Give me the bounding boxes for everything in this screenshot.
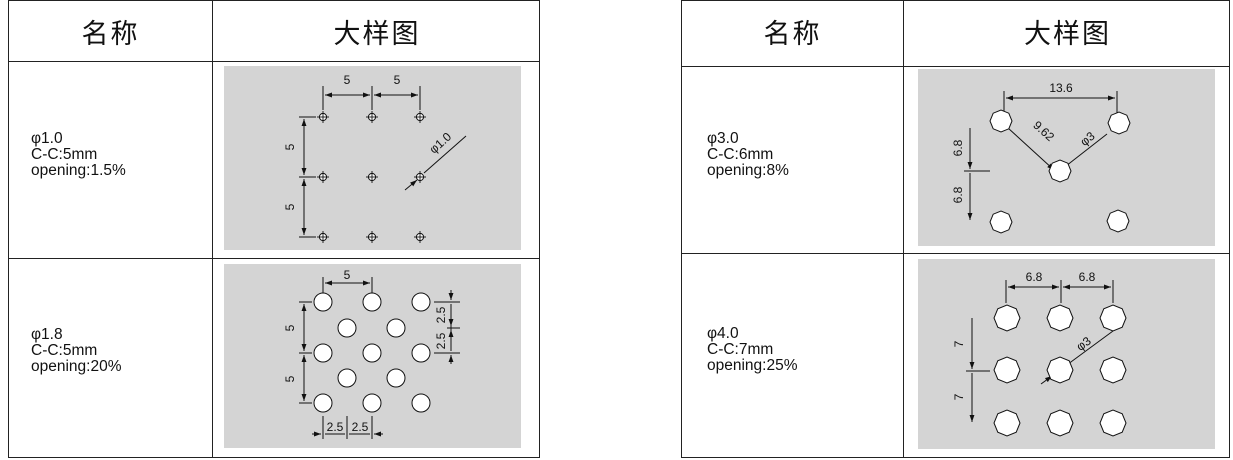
- row-divider: [9, 258, 539, 259]
- hole: [386, 318, 406, 338]
- dim-label: 5: [283, 324, 297, 331]
- dim-label: 6.8: [951, 186, 965, 203]
- hole: [316, 170, 330, 184]
- dim-label: 5: [283, 143, 297, 150]
- hole: [411, 393, 431, 413]
- hole: [989, 109, 1013, 133]
- spec-pitch: C-C:5mm: [31, 342, 98, 359]
- hole: [365, 230, 379, 244]
- hole: [362, 343, 382, 363]
- column-divider: [212, 1, 213, 457]
- dim-label: 7: [952, 393, 966, 400]
- hole: [1107, 111, 1131, 135]
- dim-label: 2.5: [327, 420, 344, 434]
- dim-label: 5: [344, 73, 351, 87]
- hole: [411, 343, 431, 363]
- dim-label: 2.5: [352, 420, 369, 434]
- row-divider: [9, 61, 539, 62]
- spec-diameter: φ3.0: [707, 130, 739, 147]
- hole: [1046, 304, 1074, 332]
- hole: [1046, 409, 1074, 437]
- drawing-phi-3: [964, 91, 1118, 220]
- header-drawing: 大样图: [1024, 18, 1111, 50]
- spec-pitch: C-C:6mm: [707, 146, 774, 163]
- spec-pitch: C-C:5mm: [31, 146, 98, 163]
- row-divider: [682, 253, 1229, 254]
- spec-row-1: φ1.0 C-C:5mm opening:1.5%: [31, 131, 126, 179]
- hole: [313, 343, 333, 363]
- hole: [989, 210, 1013, 234]
- hole: [411, 292, 431, 312]
- spec-opening: opening:20%: [31, 358, 122, 375]
- spec-opening: opening:25%: [707, 357, 798, 374]
- hole: [316, 110, 330, 124]
- right-table: 名称 大样图 φ3.0 C-C:6mm opening:8% φ4.0 C-C:…: [681, 0, 1230, 458]
- dim-label: 7: [952, 340, 966, 347]
- spec-row-2: φ1.8 C-C:5mm opening:20%: [31, 327, 122, 375]
- holes-phi-3: [989, 109, 1131, 234]
- dim-label: 5: [283, 375, 297, 382]
- spec-diameter: φ4.0: [707, 325, 739, 342]
- spec-diameter: φ1.0: [31, 130, 63, 147]
- hole: [362, 292, 382, 312]
- hole: [337, 318, 357, 338]
- hole: [413, 230, 427, 244]
- hole: [313, 393, 333, 413]
- holes-phi-1-8: [313, 292, 431, 413]
- hole: [365, 110, 379, 124]
- hole: [337, 368, 357, 388]
- hole: [1099, 304, 1127, 332]
- dim-label: 5: [283, 203, 297, 210]
- hole: [362, 393, 382, 413]
- left-table: 名称 大样图 φ1.0 C-C:5mm opening:1.5% φ1.8 C-…: [8, 0, 540, 458]
- dim-label: 6.8: [951, 139, 965, 156]
- column-divider: [903, 1, 904, 457]
- dim-label: 5: [394, 73, 401, 87]
- spec-diameter: φ1.8: [31, 326, 63, 343]
- spec-row-4: φ4.0 C-C:7mm opening:25%: [707, 326, 798, 374]
- spec-opening: opening:1.5%: [31, 162, 126, 179]
- header-drawing: 大样图: [333, 18, 421, 50]
- spec-row-3: φ3.0 C-C:6mm opening:8%: [707, 131, 789, 179]
- dim-label: 6.8: [1079, 270, 1096, 284]
- dim-label: 13.6: [1049, 81, 1073, 95]
- hole: [993, 409, 1021, 437]
- dim-label: φ3: [1078, 129, 1098, 149]
- hole: [993, 304, 1021, 332]
- holes-phi-4: [993, 304, 1127, 437]
- row-divider: [682, 66, 1229, 67]
- hole: [1046, 356, 1074, 384]
- drawing-phi-1: [299, 86, 467, 238]
- dim-label: 2.5: [434, 306, 448, 323]
- drawing-phi-4: [966, 280, 1114, 422]
- dim-label: φ3: [1074, 334, 1094, 354]
- dim-label: 2.5: [434, 332, 448, 349]
- dim-label: 9.62: [1030, 118, 1057, 144]
- dim-label: φ1.0: [427, 129, 455, 156]
- hole: [1048, 159, 1072, 183]
- dim-label: 6.8: [1026, 270, 1043, 284]
- spec-pitch: C-C:7mm: [707, 341, 774, 358]
- hole: [1099, 356, 1127, 384]
- hole: [413, 110, 427, 124]
- hole: [365, 170, 379, 184]
- hole: [1106, 209, 1130, 233]
- hole: [1099, 409, 1127, 437]
- header-name: 名称: [81, 18, 140, 50]
- holes-phi-1: [316, 110, 427, 244]
- drawing-phi-1-8: [299, 277, 460, 439]
- hole: [993, 356, 1021, 384]
- dim-label: 5: [344, 268, 351, 282]
- hole: [386, 368, 406, 388]
- header-name: 名称: [763, 18, 822, 50]
- hole: [316, 230, 330, 244]
- hole: [313, 292, 333, 312]
- spec-opening: opening:8%: [707, 162, 789, 179]
